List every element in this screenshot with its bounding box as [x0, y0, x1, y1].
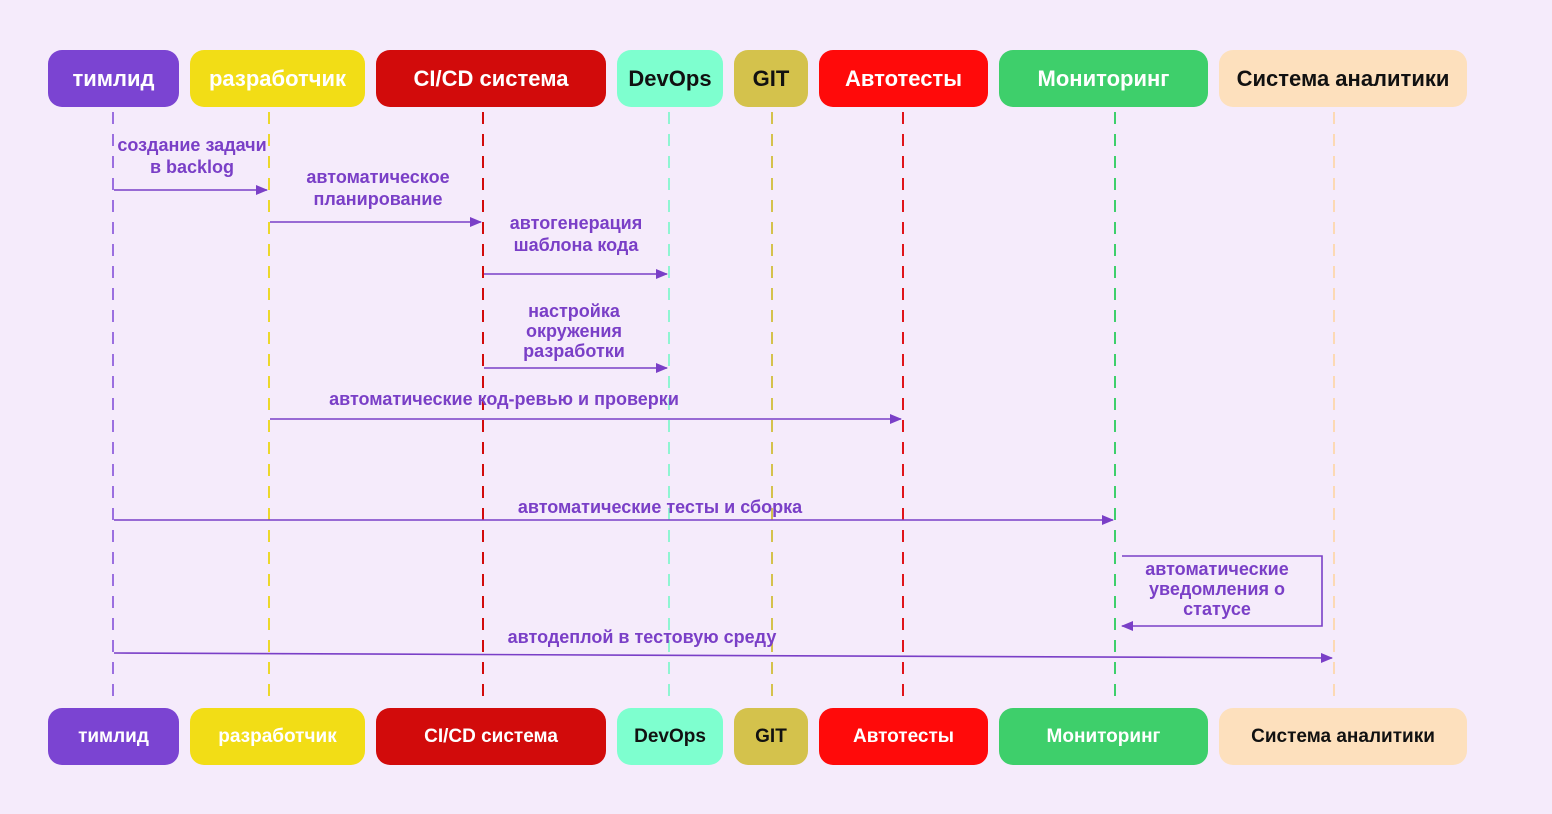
actor-label: разработчик: [208, 65, 347, 91]
actor-top-developer: разработчик: [190, 50, 365, 107]
message-label-line: автогенерация: [509, 213, 643, 233]
message-arrow-deploy-test: [113, 652, 1333, 663]
actor-label: Мониторинг: [1046, 725, 1161, 747]
actor-label: CI/CD система: [424, 725, 558, 747]
message-label-line: уведомления о: [1149, 579, 1285, 599]
message-label-line: планирование: [313, 189, 443, 209]
actor-label: Автотесты: [852, 725, 955, 747]
message-label-line: автоматические тесты и сборка: [517, 497, 803, 517]
message-label-line: окружения: [526, 321, 622, 341]
actor-label: GIT: [752, 65, 790, 91]
actor-bottom-analytics: Система аналитики: [1219, 708, 1467, 765]
actor-label: GIT: [755, 725, 787, 747]
actor-bottom-cicd: CI/CD система: [376, 708, 606, 765]
actor-label: DevOps: [628, 65, 712, 91]
actor-bottom-devops: DevOps: [617, 708, 723, 765]
message-label-line: автоматические код-ревью и проверки: [329, 389, 679, 409]
message-label-tests-build: автоматические тесты и сборка: [518, 496, 802, 518]
actor-top-devops: DevOps: [617, 50, 723, 107]
message-label-line: автоматические: [1145, 559, 1289, 579]
actor-top-cicd: CI/CD система: [376, 50, 606, 107]
actor-label: Система аналитики: [1236, 65, 1450, 91]
actor-bottom-teamlead: тимлид: [48, 708, 179, 765]
actor-label: тимлид: [72, 65, 155, 91]
actor-top-teamlead: тимлид: [48, 50, 179, 107]
actor-bottom-autotests: Автотесты: [819, 708, 988, 765]
actor-label: CI/CD система: [413, 65, 569, 91]
actor-label: Автотесты: [844, 65, 962, 91]
actor-bottom-developer: разработчик: [190, 708, 365, 765]
message-label-line: автодеплой в тестовую среду: [507, 627, 777, 647]
message-label-line: настройка: [528, 301, 620, 321]
actor-top-autotests: Автотесты: [819, 50, 988, 107]
message-label-line: статусе: [1183, 599, 1251, 619]
message-label-line: шаблона кода: [513, 235, 639, 255]
message-label-code-review: автоматические код-ревью и проверки: [329, 388, 679, 410]
actor-label: Система аналитики: [1251, 725, 1435, 747]
actor-label: разработчик: [218, 725, 337, 747]
actor-label: Мониторинг: [1037, 65, 1170, 91]
message-label-line: автоматическое: [306, 167, 450, 187]
actor-top-analytics: Система аналитики: [1219, 50, 1467, 107]
actor-top-monitoring: Мониторинг: [999, 50, 1208, 107]
message-label-deploy-test: автодеплой в тестовую среду: [508, 626, 777, 648]
actor-label: DevOps: [634, 725, 706, 747]
message-label-line: создание задачи: [117, 135, 267, 155]
message-label-line: разработки: [523, 341, 625, 361]
actor-bottom-monitoring: Мониторинг: [999, 708, 1208, 765]
message-label-line: в backlog: [149, 157, 235, 177]
actor-label: тимлид: [78, 725, 149, 747]
actor-bottom-git: GIT: [734, 708, 808, 765]
actor-top-git: GIT: [734, 50, 808, 107]
message-arrow-status-notify: [1121, 555, 1323, 631]
